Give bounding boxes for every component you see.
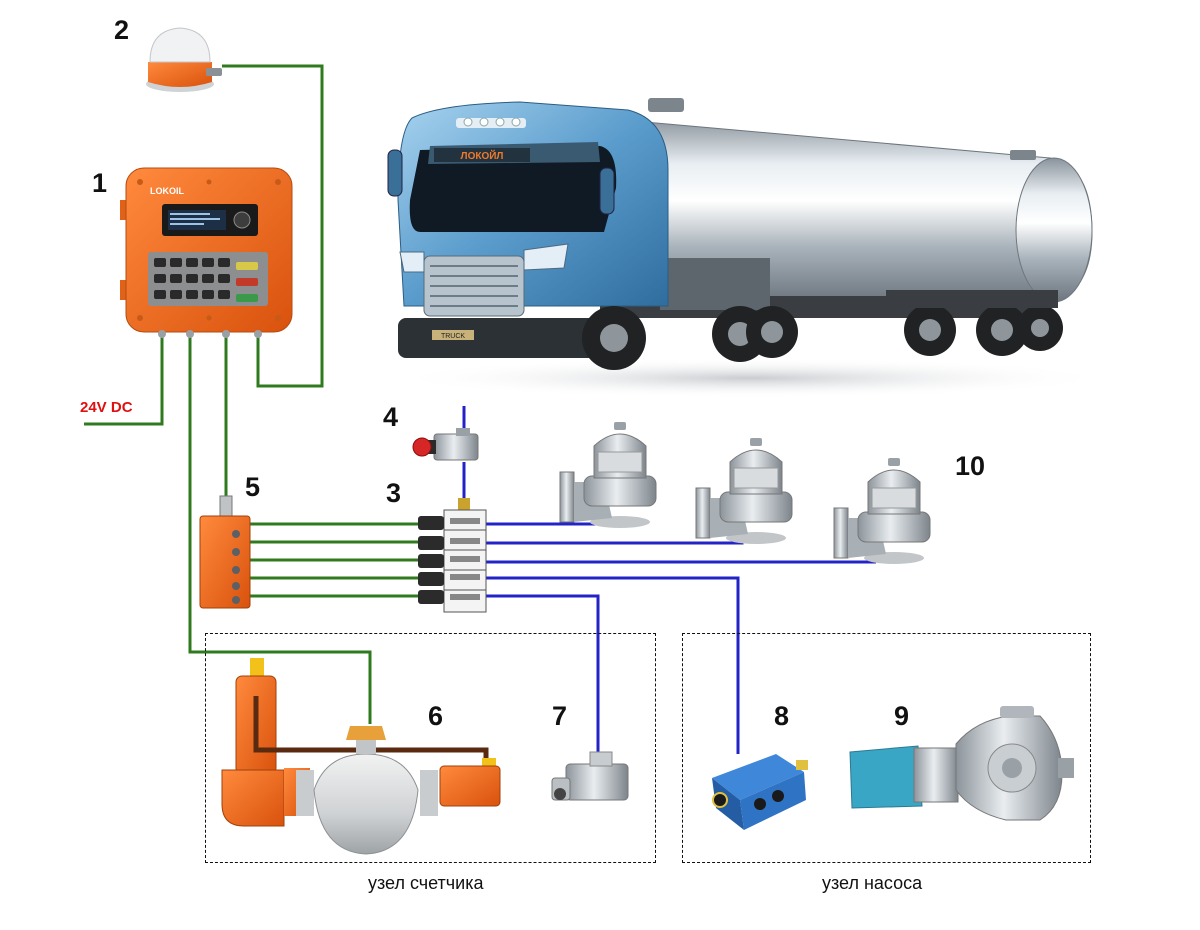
electric-wires xyxy=(84,64,418,724)
junction-box-icon xyxy=(199,495,251,609)
label-component-1: 1 xyxy=(92,168,108,198)
meter-section-caption: узел счетчика xyxy=(368,873,484,893)
bottom-valve-icon xyxy=(559,422,931,564)
tanker-truck-icon: ЛОКОЙЛ TRUCK xyxy=(387,98,1110,398)
truck-grille-label: TRUCK xyxy=(441,333,465,340)
controller-brand: LOKOIL xyxy=(150,186,184,196)
mass-flow-meter-icon xyxy=(221,658,501,855)
air-valve-icon xyxy=(551,751,629,801)
label-component-5: 5 xyxy=(245,472,261,502)
pump-section-caption: узел насоса xyxy=(822,873,923,893)
label-component-7: 7 xyxy=(552,701,568,731)
emergency-stop-valve-icon xyxy=(412,428,479,461)
gps-antenna-icon xyxy=(146,27,222,92)
label-component-8: 8 xyxy=(774,701,790,731)
label-component-10: 10 xyxy=(955,451,986,481)
power-supply-label: 24V DC xyxy=(80,399,133,416)
label-component-3: 3 xyxy=(386,478,402,508)
label-component-6: 6 xyxy=(428,701,444,731)
truck-brand-label: ЛОКОЙЛ xyxy=(461,149,504,162)
label-component-2: 2 xyxy=(114,15,130,45)
pneumatic-valve-block-icon xyxy=(418,498,487,613)
control-unit-icon: LOKOIL xyxy=(120,167,293,338)
meter-section-frame xyxy=(205,633,656,863)
pneumatic-distributor-icon xyxy=(712,754,808,830)
label-component-4: 4 xyxy=(383,402,399,432)
pump-section-frame xyxy=(682,633,1091,863)
label-component-9: 9 xyxy=(894,701,910,731)
pump-icon xyxy=(849,706,1074,821)
